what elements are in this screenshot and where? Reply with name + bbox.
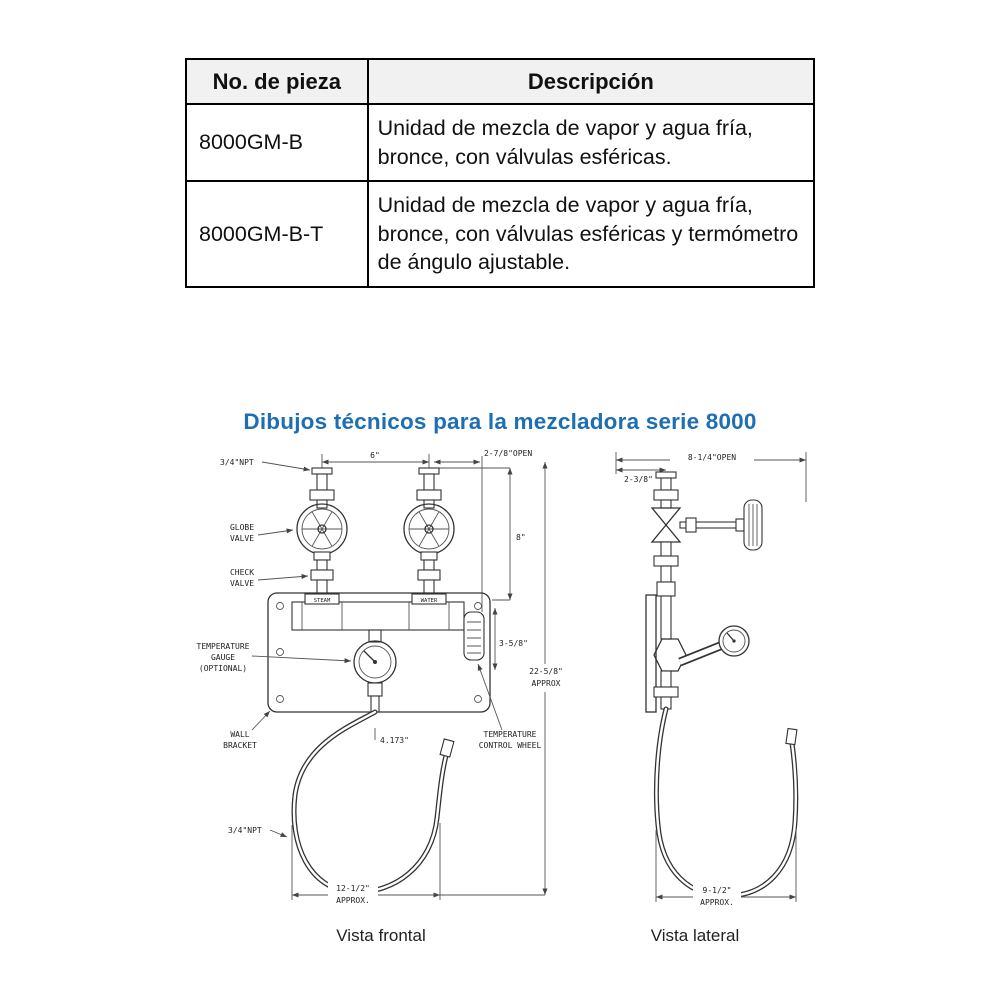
dim-hose-width-approx: APPROX. <box>336 896 370 905</box>
temperature-gauge-label: (OPTIONAL) <box>199 664 247 673</box>
side-view-caption: Vista lateral <box>650 926 740 945</box>
dim-open-width: 2-7/8"OPEN <box>484 449 532 458</box>
dim-overall-height: 22-5/8" <box>529 667 563 676</box>
temperature-gauge <box>353 629 397 684</box>
col-header-description: Descripción <box>366 58 816 105</box>
temperature-gauge-label: TEMPERATURE <box>197 642 250 651</box>
front-view-drawing: 6" 2-7/8"OPEN 8" 3-5/8" 22-5/8" APPROX <box>190 440 590 932</box>
side-wall-bracket <box>645 594 657 713</box>
dim-body-height: 3-5/8" <box>499 639 528 648</box>
dim-hose-width: 12-1/2" <box>336 884 370 893</box>
dim-overall-height-approx: APPROX <box>532 679 561 688</box>
side-flexible-hose <box>653 706 799 899</box>
front-leader-labels: 3/4"NPT GLOBE VALVE CHECK VALVE TEMPERAT… <box>197 458 542 838</box>
control-wheel-label: CONTROL WHEEL <box>479 741 542 750</box>
side-view-drawing: 8-1/4"OPEN 2-3/8" <box>608 440 813 932</box>
side-outlet-fitting <box>653 670 679 710</box>
check-valve-label: CHECK <box>230 568 254 577</box>
npt-bottom-label: 3/4"NPT <box>228 826 262 835</box>
side-view-svg: 8-1/4"OPEN 2-3/8" <box>615 450 807 908</box>
wall-bracket-label: BRACKET <box>223 741 257 750</box>
steam-inlet-label: STEAM <box>314 598 331 604</box>
table-row: 8000GM-B Unidad de mezcla de vapor y agu… <box>185 102 816 183</box>
front-top-dimensions: 6" 2-7/8"OPEN <box>321 449 532 612</box>
water-inlet-label: WATER <box>421 598 438 604</box>
flexible-hose <box>291 709 455 895</box>
section-heading: Dibujos técnicos para la mezcladora seri… <box>243 409 757 434</box>
table-header-row: No. de pieza Descripción <box>185 58 816 105</box>
globe-valve-label: GLOBE <box>230 523 254 532</box>
temperature-gauge-label: GAUGE <box>211 653 235 662</box>
dim-top-span: 6" <box>370 451 380 460</box>
globe-valve-left <box>296 467 348 597</box>
npt-top-label: 3/4"NPT <box>220 458 254 467</box>
dim-side-hose-width: 9-1/2" <box>703 886 732 895</box>
part-number-cell: 8000GM-B <box>185 102 369 183</box>
globe-valve-label: VALVE <box>230 534 254 543</box>
control-wheel-label: TEMPERATURE <box>484 730 537 739</box>
wall-bracket-label: WALL <box>230 730 249 739</box>
check-valve-label: VALVE <box>230 579 254 588</box>
mixing-body: STEAM WATER <box>291 593 465 631</box>
dim-open-depth: 8-1/4"OPEN <box>688 453 736 462</box>
dim-gauge-offset: 4.173" <box>380 736 409 745</box>
description-cell: Unidad de mezcla de vapor y agua fría, b… <box>366 102 816 183</box>
dim-offset: 2-3/8" <box>624 475 653 484</box>
col-header-part-number: No. de pieza <box>185 58 369 105</box>
front-right-dimensions: 8" 3-5/8" 22-5/8" APPROX <box>438 462 574 896</box>
front-view-caption: Vista frontal <box>336 926 426 945</box>
front-bottom-dimension: 12-1/2" APPROX. <box>291 823 441 906</box>
description-cell: Unidad de mezcla de vapor y agua fría, b… <box>366 180 816 288</box>
front-view-svg: 6" 2-7/8"OPEN 8" 3-5/8" 22-5/8" APPROX <box>197 449 574 906</box>
side-top-dimensions: 8-1/4"OPEN 2-3/8" <box>615 450 807 502</box>
table-row: 8000GM-B-T Unidad de mezcla de vapor y a… <box>185 180 816 288</box>
part-number-cell: 8000GM-B-T <box>185 180 369 288</box>
side-valve-assembly <box>650 471 763 640</box>
globe-valve-right <box>403 467 455 597</box>
side-body-thermometer <box>653 625 750 672</box>
dim-valve-height: 8" <box>516 533 526 542</box>
parts-table: No. de pieza Descripción 8000GM-B Unidad… <box>185 58 816 288</box>
dim-side-hose-width-approx: APPROX. <box>700 898 734 907</box>
side-bottom-dimension: 9-1/2" APPROX. <box>655 828 797 908</box>
temperature-control-wheel <box>463 611 485 661</box>
